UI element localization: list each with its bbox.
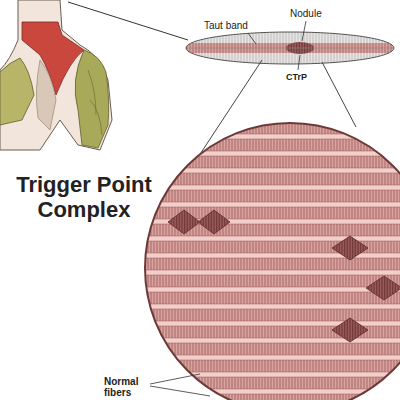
body-figure xyxy=(0,0,112,150)
leader-line xyxy=(68,2,188,40)
leader-line xyxy=(248,33,256,44)
muscle-fiber xyxy=(140,190,400,202)
muscle-fiber xyxy=(140,309,400,321)
muscle-fiber xyxy=(140,377,400,389)
title: Trigger Point Complex xyxy=(2,172,166,222)
leader-line xyxy=(150,374,200,384)
magnified-fibers xyxy=(140,120,400,400)
muscle-fiber xyxy=(140,258,400,270)
muscle-band xyxy=(180,28,400,68)
zoom-line xyxy=(322,62,356,127)
part-label: Nodule xyxy=(290,8,322,19)
leader-line xyxy=(150,386,210,396)
muscle-fiber xyxy=(140,292,400,304)
part-label: CTrP xyxy=(286,72,307,83)
muscle-fiber xyxy=(140,275,400,287)
part-label: Taut band xyxy=(204,20,248,31)
leader-line xyxy=(298,55,300,70)
part-label: Normal fibers xyxy=(104,376,148,398)
muscle-fiber xyxy=(140,343,400,355)
leader-line xyxy=(302,21,306,41)
muscle-fiber xyxy=(140,156,400,168)
